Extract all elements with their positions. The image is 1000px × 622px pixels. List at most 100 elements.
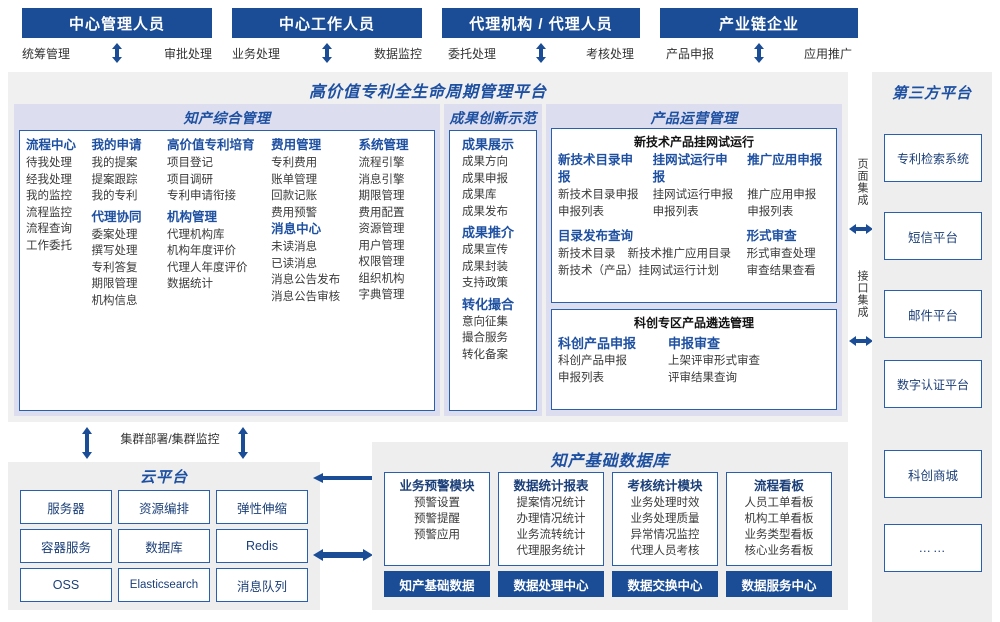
column-head[interactable]: 形式审查	[746, 229, 797, 243]
cloud-item-6[interactable]: OSS	[20, 568, 112, 602]
menu-item[interactable]: 流程查询	[26, 223, 72, 235]
column-head[interactable]: 成果展示	[462, 137, 515, 152]
menu-item[interactable]: 委案处理	[91, 228, 138, 241]
menu-item[interactable]: 项目登记	[166, 157, 213, 169]
column-head[interactable]: 申报审查	[668, 336, 721, 351]
column-head[interactable]: 目录发布查询	[558, 229, 634, 243]
menu-item[interactable]: 项目调研	[166, 173, 213, 186]
db-item[interactable]: 业务类型看板	[744, 529, 814, 541]
menu-item[interactable]: 流程引擎	[358, 157, 405, 169]
column-head[interactable]: 转化撮合	[462, 296, 515, 312]
menu-item[interactable]: 新技术推广应用目录	[627, 248, 732, 260]
db-footer-0[interactable]: 知产基础数据	[384, 571, 490, 597]
db-item[interactable]: 预警应用	[414, 529, 460, 541]
role-card-3[interactable]: 产业链企业	[660, 8, 858, 38]
menu-item[interactable]: 代理机构库	[166, 228, 225, 241]
menu-item[interactable]: 期限管理	[91, 278, 138, 290]
menu-item[interactable]: 权限管理	[358, 256, 405, 268]
role-card-0[interactable]: 中心管理人员	[22, 8, 212, 38]
third-party-item-4[interactable]: 科创商城	[884, 450, 982, 498]
db-item[interactable]: 人员工单看板	[744, 497, 814, 509]
column-head[interactable]: 新技术目录申报	[558, 153, 634, 184]
menu-item[interactable]: 成果方向	[462, 156, 508, 168]
menu-item[interactable]: 挂网试运行申报	[652, 189, 734, 201]
cloud-item-7[interactable]: Elasticsearch	[118, 568, 210, 602]
db-item[interactable]: 预警设置	[414, 497, 460, 509]
menu-item[interactable]: 期限管理	[358, 190, 405, 202]
cloud-item-0[interactable]: 服务器	[20, 490, 112, 524]
menu-item[interactable]: 成果申报	[462, 172, 508, 185]
menu-item[interactable]: 资源管理	[358, 223, 405, 235]
role-card-2[interactable]: 代理机构 / 代理人员	[442, 8, 640, 38]
menu-item[interactable]: 字典管理	[358, 289, 405, 301]
menu-item[interactable]: 新技术（产品）挂网试运行计划	[558, 264, 719, 277]
menu-item[interactable]: 申报列表	[747, 205, 794, 218]
menu-item[interactable]: 费用配置	[358, 206, 405, 219]
column-head[interactable]: 机构管理	[166, 209, 217, 224]
menu-item[interactable]: 上架评审形式审查	[668, 355, 760, 367]
menu-item[interactable]: 消息引擎	[358, 173, 405, 186]
menu-item[interactable]: 专利申请衔接	[166, 190, 236, 202]
menu-item[interactable]: 用户管理	[358, 239, 405, 252]
menu-item[interactable]: 已读消息	[271, 257, 318, 270]
menu-item[interactable]: 我的专利	[91, 190, 138, 202]
menu-item[interactable]: 流程监控	[26, 206, 72, 219]
menu-item[interactable]: 形式审查处理	[746, 248, 816, 260]
column-head[interactable]: 推广应用申报	[747, 153, 823, 167]
db-item[interactable]: 预警提醒	[414, 513, 460, 525]
menu-item[interactable]: 推广应用申报	[747, 189, 817, 201]
menu-item[interactable]: 工作委托	[26, 239, 72, 252]
db-item[interactable]: 业务处理质量	[630, 513, 700, 525]
menu-item[interactable]: 账单管理	[271, 173, 318, 186]
menu-item[interactable]: 支持政策	[462, 277, 508, 289]
menu-item[interactable]: 成果库	[462, 189, 497, 201]
column-head[interactable]: 成果推介	[462, 225, 515, 240]
menu-item[interactable]: 经我处理	[26, 173, 72, 186]
cloud-item-3[interactable]: 容器服务	[20, 529, 112, 563]
role-card-1[interactable]: 中心工作人员	[232, 8, 422, 38]
menu-item[interactable]: 提案跟踪	[91, 173, 138, 186]
third-party-item-2[interactable]: 邮件平台	[884, 290, 982, 338]
menu-item[interactable]: 成果封装	[462, 260, 508, 273]
menu-item[interactable]: 意向征集	[462, 315, 508, 328]
third-party-item-5[interactable]: ……	[884, 524, 982, 572]
db-item[interactable]: 办理情况统计	[516, 513, 586, 525]
menu-item[interactable]: 成果发布	[462, 205, 508, 218]
third-party-item-3[interactable]: 数字认证平台	[884, 360, 982, 408]
menu-item[interactable]: 审查结果查看	[746, 264, 816, 277]
menu-item[interactable]: 组织机构	[358, 272, 405, 285]
db-footer-2[interactable]: 数据交换中心	[612, 571, 718, 597]
menu-item[interactable]: 撰写处理	[91, 245, 138, 257]
column-head[interactable]: 挂网试运行申报	[652, 153, 728, 184]
db-item[interactable]: 业务流转统计	[516, 529, 586, 541]
cloud-item-2[interactable]: 弹性伸缩	[216, 490, 308, 524]
menu-item[interactable]: 申报列表	[558, 371, 604, 384]
menu-item[interactable]: 成果宣传	[462, 244, 508, 256]
column-head[interactable]: 费用管理	[271, 138, 322, 152]
menu-item[interactable]: 消息公告发布	[271, 274, 341, 286]
db-footer-3[interactable]: 数据服务中心	[726, 571, 832, 597]
db-item[interactable]: 异常情况监控	[630, 529, 700, 541]
menu-item[interactable]: 机构年度评价	[166, 245, 236, 257]
menu-item[interactable]: 我的监控	[26, 190, 72, 202]
column-head[interactable]: 高价值专利培育	[166, 138, 255, 152]
menu-item[interactable]: 代理人年度评价	[166, 261, 248, 274]
menu-item[interactable]: 评审结果查询	[668, 371, 737, 384]
cloud-item-1[interactable]: 资源编排	[118, 490, 210, 524]
db-footer-1[interactable]: 数据处理中心	[498, 571, 604, 597]
db-item[interactable]: 业务处理时效	[630, 497, 700, 509]
column-head[interactable]: 代理协同	[91, 209, 142, 224]
third-party-item-0[interactable]: 专利检索系统	[884, 134, 982, 182]
menu-item[interactable]: 我的提案	[91, 157, 138, 169]
column-head[interactable]: 科创产品申报	[558, 336, 637, 351]
menu-item[interactable]: 申报列表	[652, 205, 699, 218]
cloud-item-8[interactable]: 消息队列	[216, 568, 308, 602]
menu-item[interactable]: 专利答复	[91, 261, 138, 274]
menu-item[interactable]: 回款记账	[271, 190, 318, 202]
menu-item[interactable]: 数据统计	[166, 278, 213, 290]
column-head[interactable]: 系统管理	[358, 138, 409, 152]
menu-item[interactable]: 新技术目录	[558, 248, 616, 260]
column-head[interactable]: 消息中心	[271, 222, 322, 236]
cloud-item-5[interactable]: Redis	[216, 529, 308, 563]
db-item[interactable]: 代理人员考核	[630, 545, 700, 557]
